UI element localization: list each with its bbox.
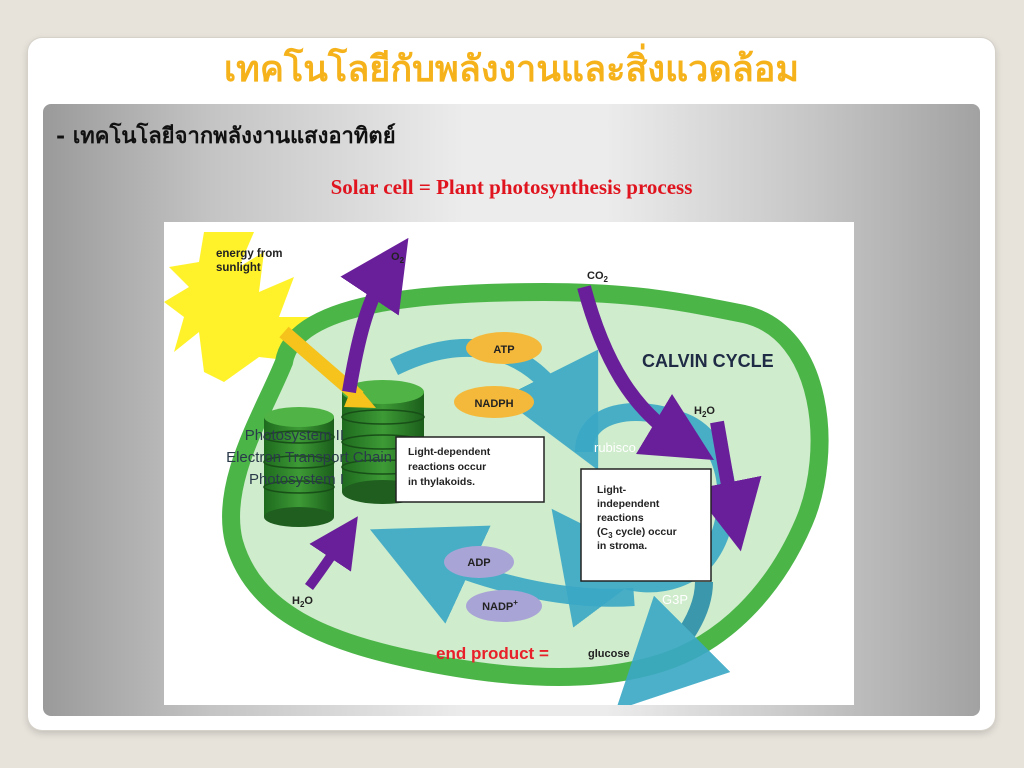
nadp-label: NADP [482, 601, 513, 613]
nadph-badge: NADPH [454, 386, 534, 418]
slide-title: เทคโนโลยีกับพลังงานและสิ่งแวดล้อม [223, 48, 800, 90]
calvin-cycle-label: CALVIN CYCLE [642, 351, 774, 371]
co2-arrow [577, 285, 715, 461]
light-dependent-box: Light-dependent reactions occur in thyla… [395, 436, 545, 503]
thylakoid-stack-left [263, 407, 335, 527]
end-product-label: end product = [436, 644, 549, 663]
nadp-sup: + [513, 598, 518, 607]
sun-label-line2: sunlight [216, 262, 261, 274]
light-ind-line5: in stroma. [597, 540, 647, 552]
sun-icon [164, 232, 314, 382]
atp-label: ATP [493, 344, 514, 356]
slide-subtitle: Solar cell = Plant photosynthesis proces… [330, 175, 693, 199]
bullet-heading: - เทคโนโลยีจากพลังงานแสงอาทิตย์ [56, 123, 396, 149]
g3p-arrow [615, 581, 731, 711]
nadph-label: NADPH [474, 398, 513, 410]
h2o-top-label: H2O [694, 405, 715, 419]
nadp-badge: NADP+ [466, 590, 542, 622]
etc-label: Electron Transport Chain [226, 449, 392, 466]
h2o-bottom-label: H2O [292, 595, 313, 609]
light-ind-line3: reactions [597, 512, 644, 524]
adp-return-arrow [369, 525, 635, 624]
rubisco-label: rubisco [594, 440, 636, 455]
diagram-svg: ATP NADPH ADP NADP+ Light-dependent reac… [164, 232, 829, 711]
light-dep-line2: reactions occur [408, 461, 486, 473]
light-ind-line1: Light- [597, 484, 627, 496]
svg-text:NADP+: NADP+ [482, 598, 518, 613]
ps1-label: Photosystem I [249, 471, 344, 488]
atp-badge: ATP [466, 332, 542, 364]
adp-badge: ADP [444, 546, 514, 578]
co2-label: CO2 [587, 270, 609, 284]
o2-arrow [340, 237, 409, 394]
sun-label-line1: energy from [216, 248, 282, 260]
light-dep-line3: in thylakoids. [408, 476, 475, 488]
g3p-label: G3P [662, 592, 688, 607]
ps2-label: Photosystem II [245, 427, 344, 444]
h2o-bottom-arrow [304, 516, 358, 590]
glucose-label: glucose [588, 648, 630, 660]
light-ind-line4: (C3 cycle) occur [597, 526, 677, 540]
adp-label: ADP [467, 557, 490, 569]
h2o-top-arrow [692, 420, 762, 552]
o2-label: O2 [391, 251, 405, 265]
light-independent-box: Light- independent reactions (C3 cycle) … [580, 468, 712, 582]
light-ind-line2: independent [597, 498, 660, 510]
light-dep-line1: Light-dependent [408, 446, 491, 458]
photosynthesis-diagram: ATP NADPH ADP NADP+ Light-dependent reac… [164, 222, 854, 711]
